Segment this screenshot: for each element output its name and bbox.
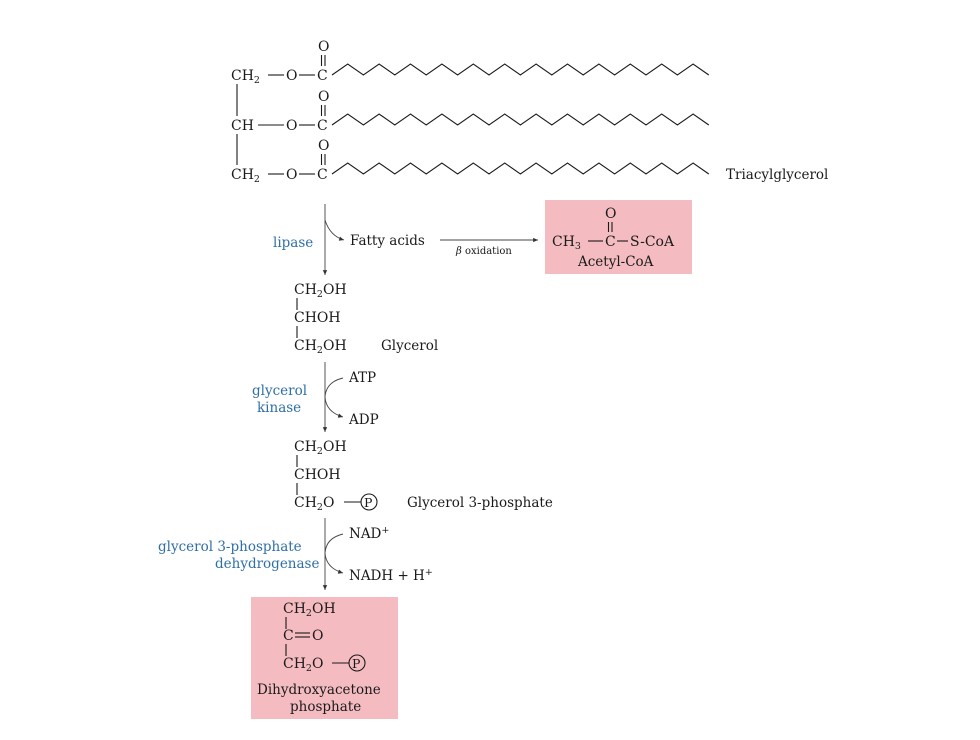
tag-row1-oxygen: O: [286, 68, 297, 84]
fatty-acid-chain-2: [331, 113, 710, 126]
acetyl-scoa: S-CoA: [630, 234, 675, 250]
triacylglycerol-structure: CH2 O C O CH O C O CH2 O C O Triacylglyc…: [231, 39, 828, 185]
fatty-acid-chain-1: [331, 63, 710, 76]
nad-nadh-curve: [324, 533, 344, 574]
dhap-phosphate-p: P: [352, 656, 360, 671]
beta-oxidation-label: β oxidation: [455, 246, 512, 257]
acetyl-coa-highlight: [545, 200, 692, 274]
dehydrogenase-step: glycerol 3-phosphate dehydrogenase NAD+ …: [158, 518, 433, 590]
dhap-label-2: phosphate: [290, 699, 361, 715]
dhap-line3: CH2O: [283, 656, 323, 674]
tag-row3-carbon: CH2: [231, 167, 260, 185]
dhap-label-1: Dihydroxyacetone: [257, 682, 381, 698]
g3p-label: Glycerol 3-phosphate: [407, 495, 553, 511]
enzyme-glycerol-kinase-1: glycerol: [252, 383, 307, 399]
glycerol-line3: CH2OH: [294, 338, 347, 356]
tag-row3-carbonyl-c: C: [317, 167, 328, 183]
fatty-acid-chain-3: [331, 162, 710, 175]
g3p-line1: CH2OH: [294, 439, 347, 457]
enzyme-g3p-dehydrogenase-1: glycerol 3-phosphate: [158, 539, 302, 555]
dhap-box: CH2OH C O CH2O P Dihydroxyacetone phosph…: [251, 597, 398, 719]
glycerol-line1: CH2OH: [294, 282, 347, 300]
nadh-label: NADH + H+: [349, 567, 433, 584]
lipase-step: lipase Fatty acids β oxidation: [273, 204, 538, 275]
enzyme-glycerol-kinase-2: kinase: [257, 400, 301, 416]
phosphate-circle-icon: [348, 654, 366, 672]
tag-row3-carbonyl-o: O: [318, 138, 329, 154]
dhap-line1: CH2OH: [283, 601, 336, 619]
glycerol-3-phosphate-structure: CH2OH CHOH CH2O P Glycerol 3-phosphate: [294, 439, 553, 513]
acetyl-carbonyl-c: C: [605, 234, 616, 250]
acetyl-coa-box: CH3 C O S-CoA Acetyl-CoA: [545, 200, 692, 274]
acetyl-ch3: CH3: [552, 234, 581, 252]
adp-label: ADP: [348, 412, 379, 428]
tag-row3-oxygen: O: [286, 167, 297, 183]
glycerol-kinase-step: glycerol kinase ATP ADP: [252, 362, 379, 432]
tag-row2-oxygen: O: [286, 118, 297, 134]
tag-row2-carbon: CH: [231, 118, 254, 134]
g3p-phosphate-p: P: [364, 495, 372, 510]
fatty-acids-label: Fatty acids: [350, 233, 425, 249]
nad-label: NAD+: [349, 525, 389, 542]
side-arrow-fatty-acids: [324, 219, 345, 241]
g3p-line3: CH2O: [294, 495, 334, 513]
tag-row1-carbonyl-c: C: [317, 68, 328, 84]
g3p-line2: CHOH: [294, 467, 341, 483]
enzyme-g3p-dehydrogenase-2: dehydrogenase: [215, 556, 319, 572]
dhap-line2-c: C: [283, 628, 294, 644]
acetyl-carbonyl-o: O: [605, 206, 616, 222]
atp-adp-curve: [324, 377, 344, 418]
tag-row2-carbonyl-c: C: [317, 118, 328, 134]
glycerol-label: Glycerol: [381, 338, 438, 354]
tag-row1-carbon: CH2: [231, 68, 260, 86]
phosphate-circle-icon: [360, 493, 378, 511]
glycerol-structure: CH2OH CHOH CH2OH Glycerol: [294, 282, 438, 356]
dhap-highlight: [251, 597, 398, 719]
atp-label: ATP: [348, 370, 376, 386]
acetyl-coa-label: Acetyl-CoA: [577, 254, 654, 270]
tag-row1-carbonyl-o: O: [318, 39, 329, 55]
dhap-line2-o: O: [312, 628, 323, 644]
tag-row2-carbonyl-o: O: [318, 89, 329, 105]
glycerol-line2: CHOH: [294, 310, 341, 326]
enzyme-lipase: lipase: [273, 235, 313, 251]
triacylglycerol-label: Triacylglycerol: [726, 167, 828, 183]
